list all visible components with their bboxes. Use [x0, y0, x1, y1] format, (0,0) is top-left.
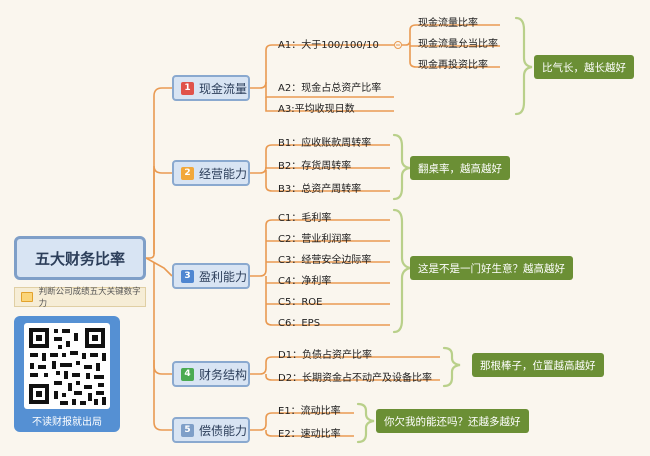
- item-b2[interactable]: B2：存货周转率: [278, 161, 352, 172]
- qr-caption: 不读财报就出局: [32, 417, 102, 428]
- category-label: 财务结构: [199, 367, 248, 382]
- summary-note-structure[interactable]: 那根棒子，位置越高越好: [472, 353, 604, 377]
- item-c4[interactable]: C4：净利率: [278, 276, 332, 287]
- category-cash-flow[interactable]: 1 现金流量: [172, 75, 250, 101]
- root-node[interactable]: 五大财务比率: [14, 236, 146, 280]
- item-d1[interactable]: D1：负债占资产比率: [278, 350, 373, 361]
- category-label: 偿债能力: [199, 423, 248, 438]
- category-badge: 5: [181, 423, 194, 437]
- category-operating-ability[interactable]: 2 经营能力: [172, 160, 250, 186]
- root-subtitle: 判断公司成绩五大关键数字力: [14, 287, 146, 309]
- category-badge: 1: [181, 81, 194, 95]
- item-a1[interactable]: A1：大于100/100/10: [278, 40, 379, 51]
- category-financial-structure[interactable]: 4 财务结构: [172, 361, 250, 387]
- item-c5[interactable]: C5：ROE: [278, 297, 323, 308]
- root-subtitle-text: 判断公司成绩五大关键数字力: [38, 287, 141, 309]
- item-b3[interactable]: B3：总资产周转率: [278, 184, 362, 195]
- category-label: 现金流量: [199, 81, 248, 96]
- item-c2[interactable]: C2：营业利润率: [278, 234, 352, 245]
- item-b1[interactable]: B1：应收账款周转率: [278, 138, 372, 149]
- category-solvency[interactable]: 5 偿债能力: [172, 417, 250, 443]
- category-label: 经营能力: [199, 166, 248, 181]
- qr-card: 不读财报就出局: [14, 316, 120, 432]
- category-label: 盈利能力: [199, 269, 248, 284]
- qr-pattern-icon: [29, 328, 106, 405]
- note-icon: [21, 292, 33, 302]
- summary-note-profitability[interactable]: 这是不是一门好生意？越高越好: [410, 256, 573, 280]
- summary-note-solvency[interactable]: 你欠我的能还吗？还越多越好: [376, 409, 529, 433]
- item-c1[interactable]: C1：毛利率: [278, 213, 332, 224]
- item-a1-sub-3[interactable]: 现金再投资比率: [418, 60, 488, 71]
- item-c6[interactable]: C6：EPS: [278, 318, 321, 329]
- qr-code: [24, 323, 110, 409]
- collapse-toggle-icon: [394, 41, 402, 49]
- summary-note-cash-flow[interactable]: 比气长，越长越好: [534, 55, 634, 79]
- item-a2[interactable]: A2：现金占总资产比率: [278, 83, 382, 94]
- item-a1-sub-2[interactable]: 现金流量允当比率: [418, 39, 498, 50]
- item-d2[interactable]: D2：长期资金占不动产及设备比率: [278, 373, 433, 384]
- category-badge: 3: [181, 269, 194, 283]
- summary-note-operating[interactable]: 翻桌率，越高越好: [410, 156, 510, 180]
- item-e1[interactable]: E1：流动比率: [278, 406, 341, 417]
- item-c3[interactable]: C3：经营安全边际率: [278, 255, 372, 266]
- category-badge: 2: [181, 166, 194, 180]
- item-e2[interactable]: E2：速动比率: [278, 429, 341, 440]
- category-badge: 4: [181, 367, 194, 381]
- item-a1-sub-1[interactable]: 现金流量比率: [418, 18, 478, 29]
- category-profitability[interactable]: 3 盈利能力: [172, 263, 250, 289]
- item-a3[interactable]: A3:平均收现日数: [278, 104, 355, 115]
